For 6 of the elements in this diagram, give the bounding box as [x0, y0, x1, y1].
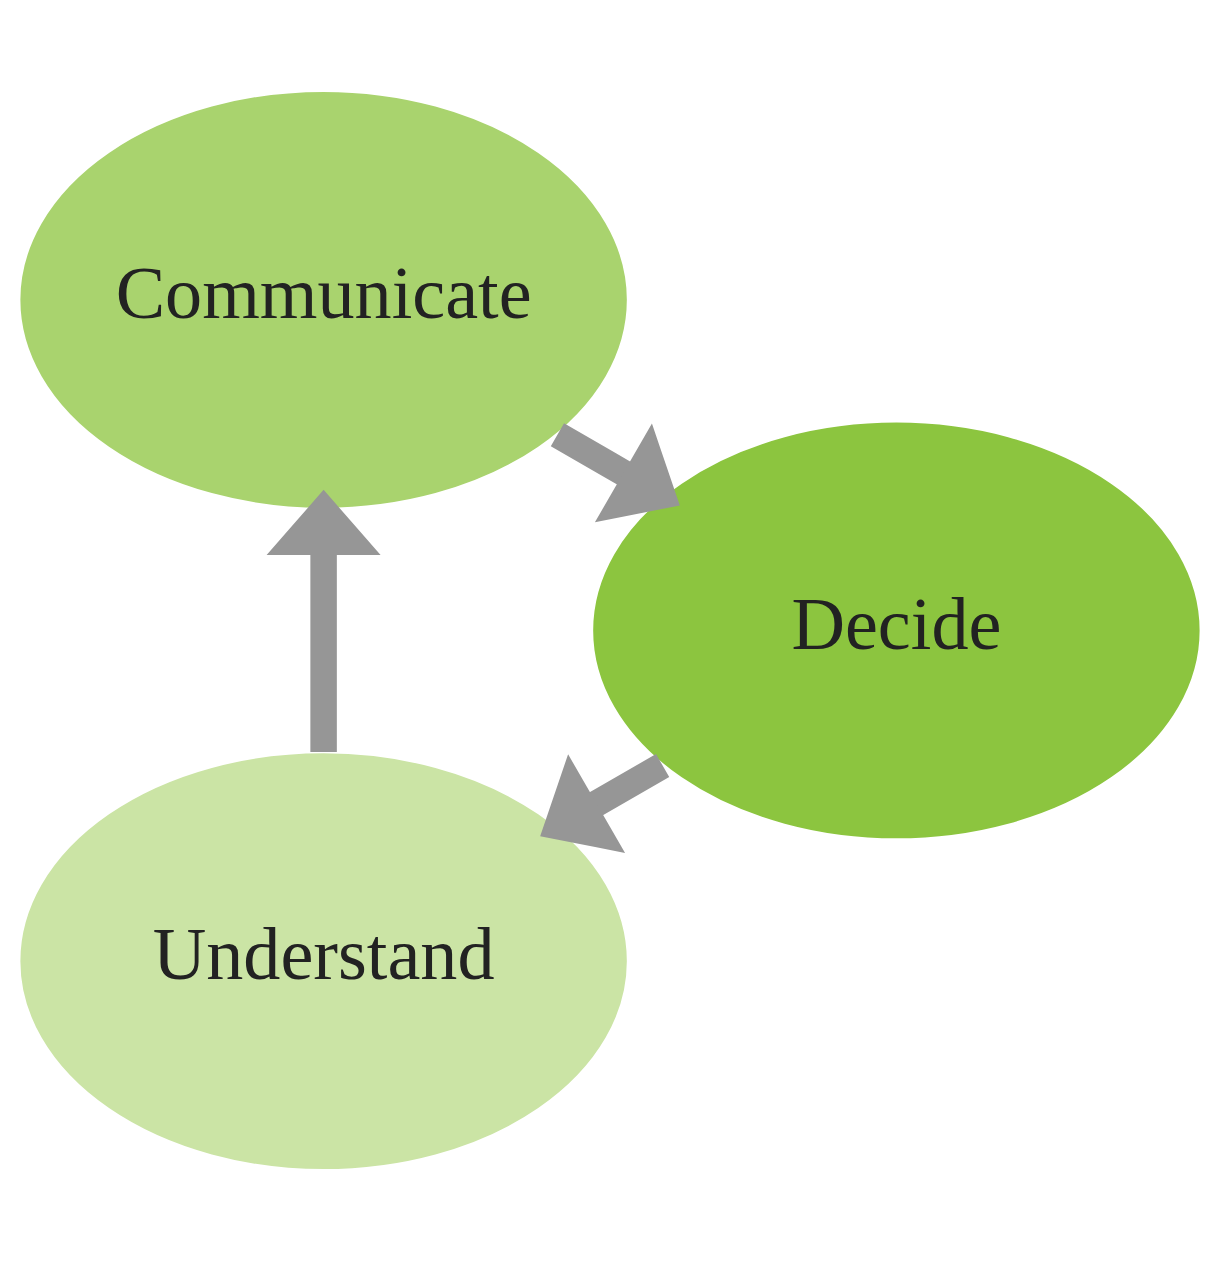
- arrow: [540, 754, 670, 853]
- node-ellipse: Decide: [590, 419, 1203, 842]
- node-ellipse: Communicate: [17, 89, 630, 511]
- arrow: [550, 423, 680, 523]
- arrow: [266, 489, 381, 752]
- node-ellipse: Understand: [17, 750, 630, 1172]
